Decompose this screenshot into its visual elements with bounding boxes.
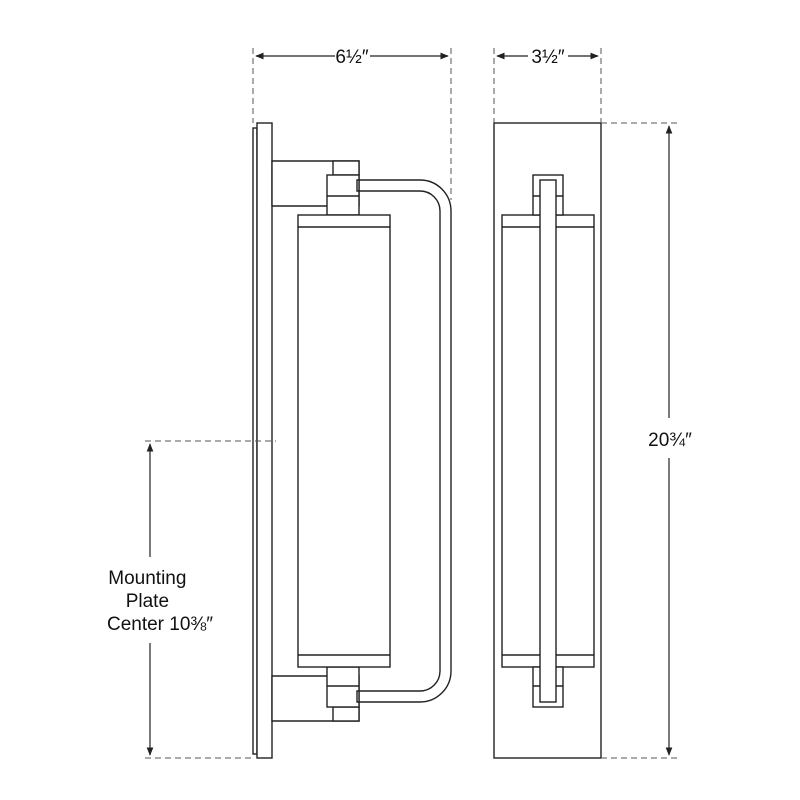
width-dimension: 6½″ xyxy=(252,47,452,200)
width-label: 6½″ xyxy=(335,47,368,68)
side-handle-bar xyxy=(356,179,452,703)
front-view xyxy=(493,122,602,759)
side-view xyxy=(252,122,452,759)
side-bottom-bracket-cap xyxy=(332,706,360,722)
side-bottom-knuckle xyxy=(326,666,360,708)
height-dimension: 20¾″ xyxy=(601,122,692,759)
front-handle-bar xyxy=(539,179,557,703)
mounting-center-dimension: Mounting Plate Center 10⅜″ xyxy=(107,440,276,759)
side-top-knuckle xyxy=(326,174,360,216)
depth-label: 3½″ xyxy=(531,47,564,68)
height-label: 20¾″ xyxy=(648,430,692,451)
side-top-bracket-cap xyxy=(332,160,360,176)
mounting-center-label: Mounting Plate Center 10⅜″ xyxy=(107,568,213,635)
side-glass-cylinder xyxy=(297,214,391,668)
depth-dimension: 3½″ xyxy=(493,47,602,123)
